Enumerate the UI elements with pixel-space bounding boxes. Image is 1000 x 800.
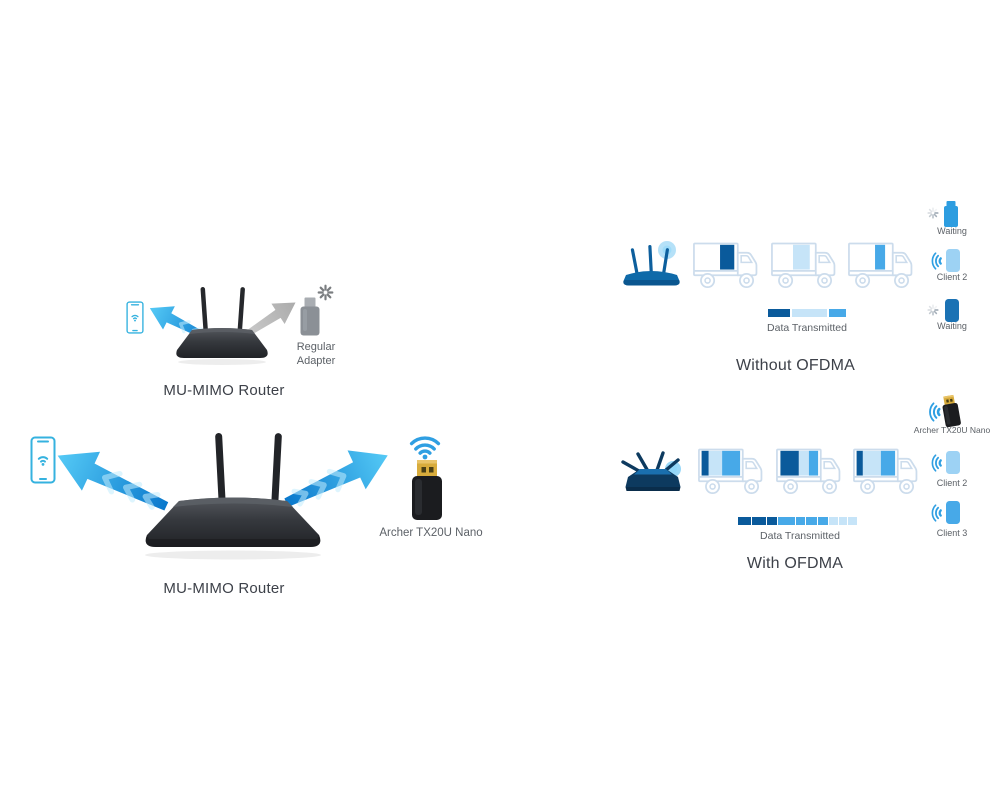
router-icon bbox=[623, 241, 680, 286]
regular-adapter-label: Regular Adapter bbox=[296, 341, 336, 367]
data-transmitted-bar bbox=[768, 309, 846, 317]
archer-adapter-label: Archer TX20U Nano bbox=[379, 527, 483, 539]
data-truck-icon bbox=[693, 242, 758, 289]
data-truck-icon bbox=[853, 448, 918, 495]
usb-client-device-icon bbox=[944, 201, 958, 227]
mu-mimo-stream-arrow-right bbox=[277, 434, 398, 523]
client-device bbox=[946, 249, 960, 272]
loading-spinner-icon bbox=[317, 284, 334, 301]
with-ofdma-title: With OFDMA bbox=[746, 555, 844, 572]
wifi-waves-icon bbox=[929, 402, 941, 422]
gaming-router-icon bbox=[621, 451, 681, 491]
wifi-waves-icon bbox=[931, 504, 942, 522]
regular-adapter-icon bbox=[300, 297, 320, 336]
client-status-label: Waiting bbox=[937, 226, 967, 236]
client-status-label: Client 2 bbox=[936, 478, 968, 488]
archer-tx20u-nano-adapter-icon bbox=[942, 394, 961, 428]
waiting-spinner-icon bbox=[927, 207, 939, 219]
mu-mimo-stream-arrow-left bbox=[48, 435, 176, 527]
data-truck-icon bbox=[848, 242, 913, 289]
client-device bbox=[945, 299, 959, 322]
wifi-waves-icon bbox=[931, 454, 942, 472]
client-status-label: Waiting bbox=[937, 321, 967, 331]
mu-mimo-router-label-top: MU-MIMO Router bbox=[163, 382, 285, 399]
smartphone-icon bbox=[126, 301, 144, 334]
waiting-spinner-icon bbox=[927, 304, 939, 316]
wifi-signal-icon bbox=[409, 436, 441, 460]
data-truck-icon bbox=[771, 242, 836, 289]
blue-arrow-icon bbox=[284, 450, 388, 507]
data-truck-icon bbox=[698, 448, 763, 495]
client-status-label: Client 2 bbox=[936, 272, 968, 282]
smartphone-icon bbox=[30, 436, 56, 484]
router-icon bbox=[176, 287, 268, 365]
archer-tx20u-nano-adapter-icon bbox=[412, 460, 442, 520]
data-truck-icon bbox=[776, 448, 841, 495]
wifi-waves-icon bbox=[931, 252, 942, 270]
archer-adapter-small-label: Archer TX20U Nano bbox=[913, 425, 991, 435]
client-device bbox=[946, 451, 960, 474]
without-ofdma-title: Without OFDMA bbox=[735, 357, 856, 374]
mu-mimo-router-label-bottom: MU-MIMO Router bbox=[163, 580, 285, 597]
client-status-label: Client 3 bbox=[936, 528, 968, 538]
data-transmitted-bar bbox=[738, 517, 857, 525]
data-transmitted-label: Data Transmitted bbox=[767, 322, 847, 334]
data-transmitted-label: Data Transmitted bbox=[760, 530, 840, 542]
blue-arrow-icon bbox=[57, 451, 169, 511]
router-icon bbox=[145, 433, 321, 560]
client-device bbox=[946, 501, 960, 524]
